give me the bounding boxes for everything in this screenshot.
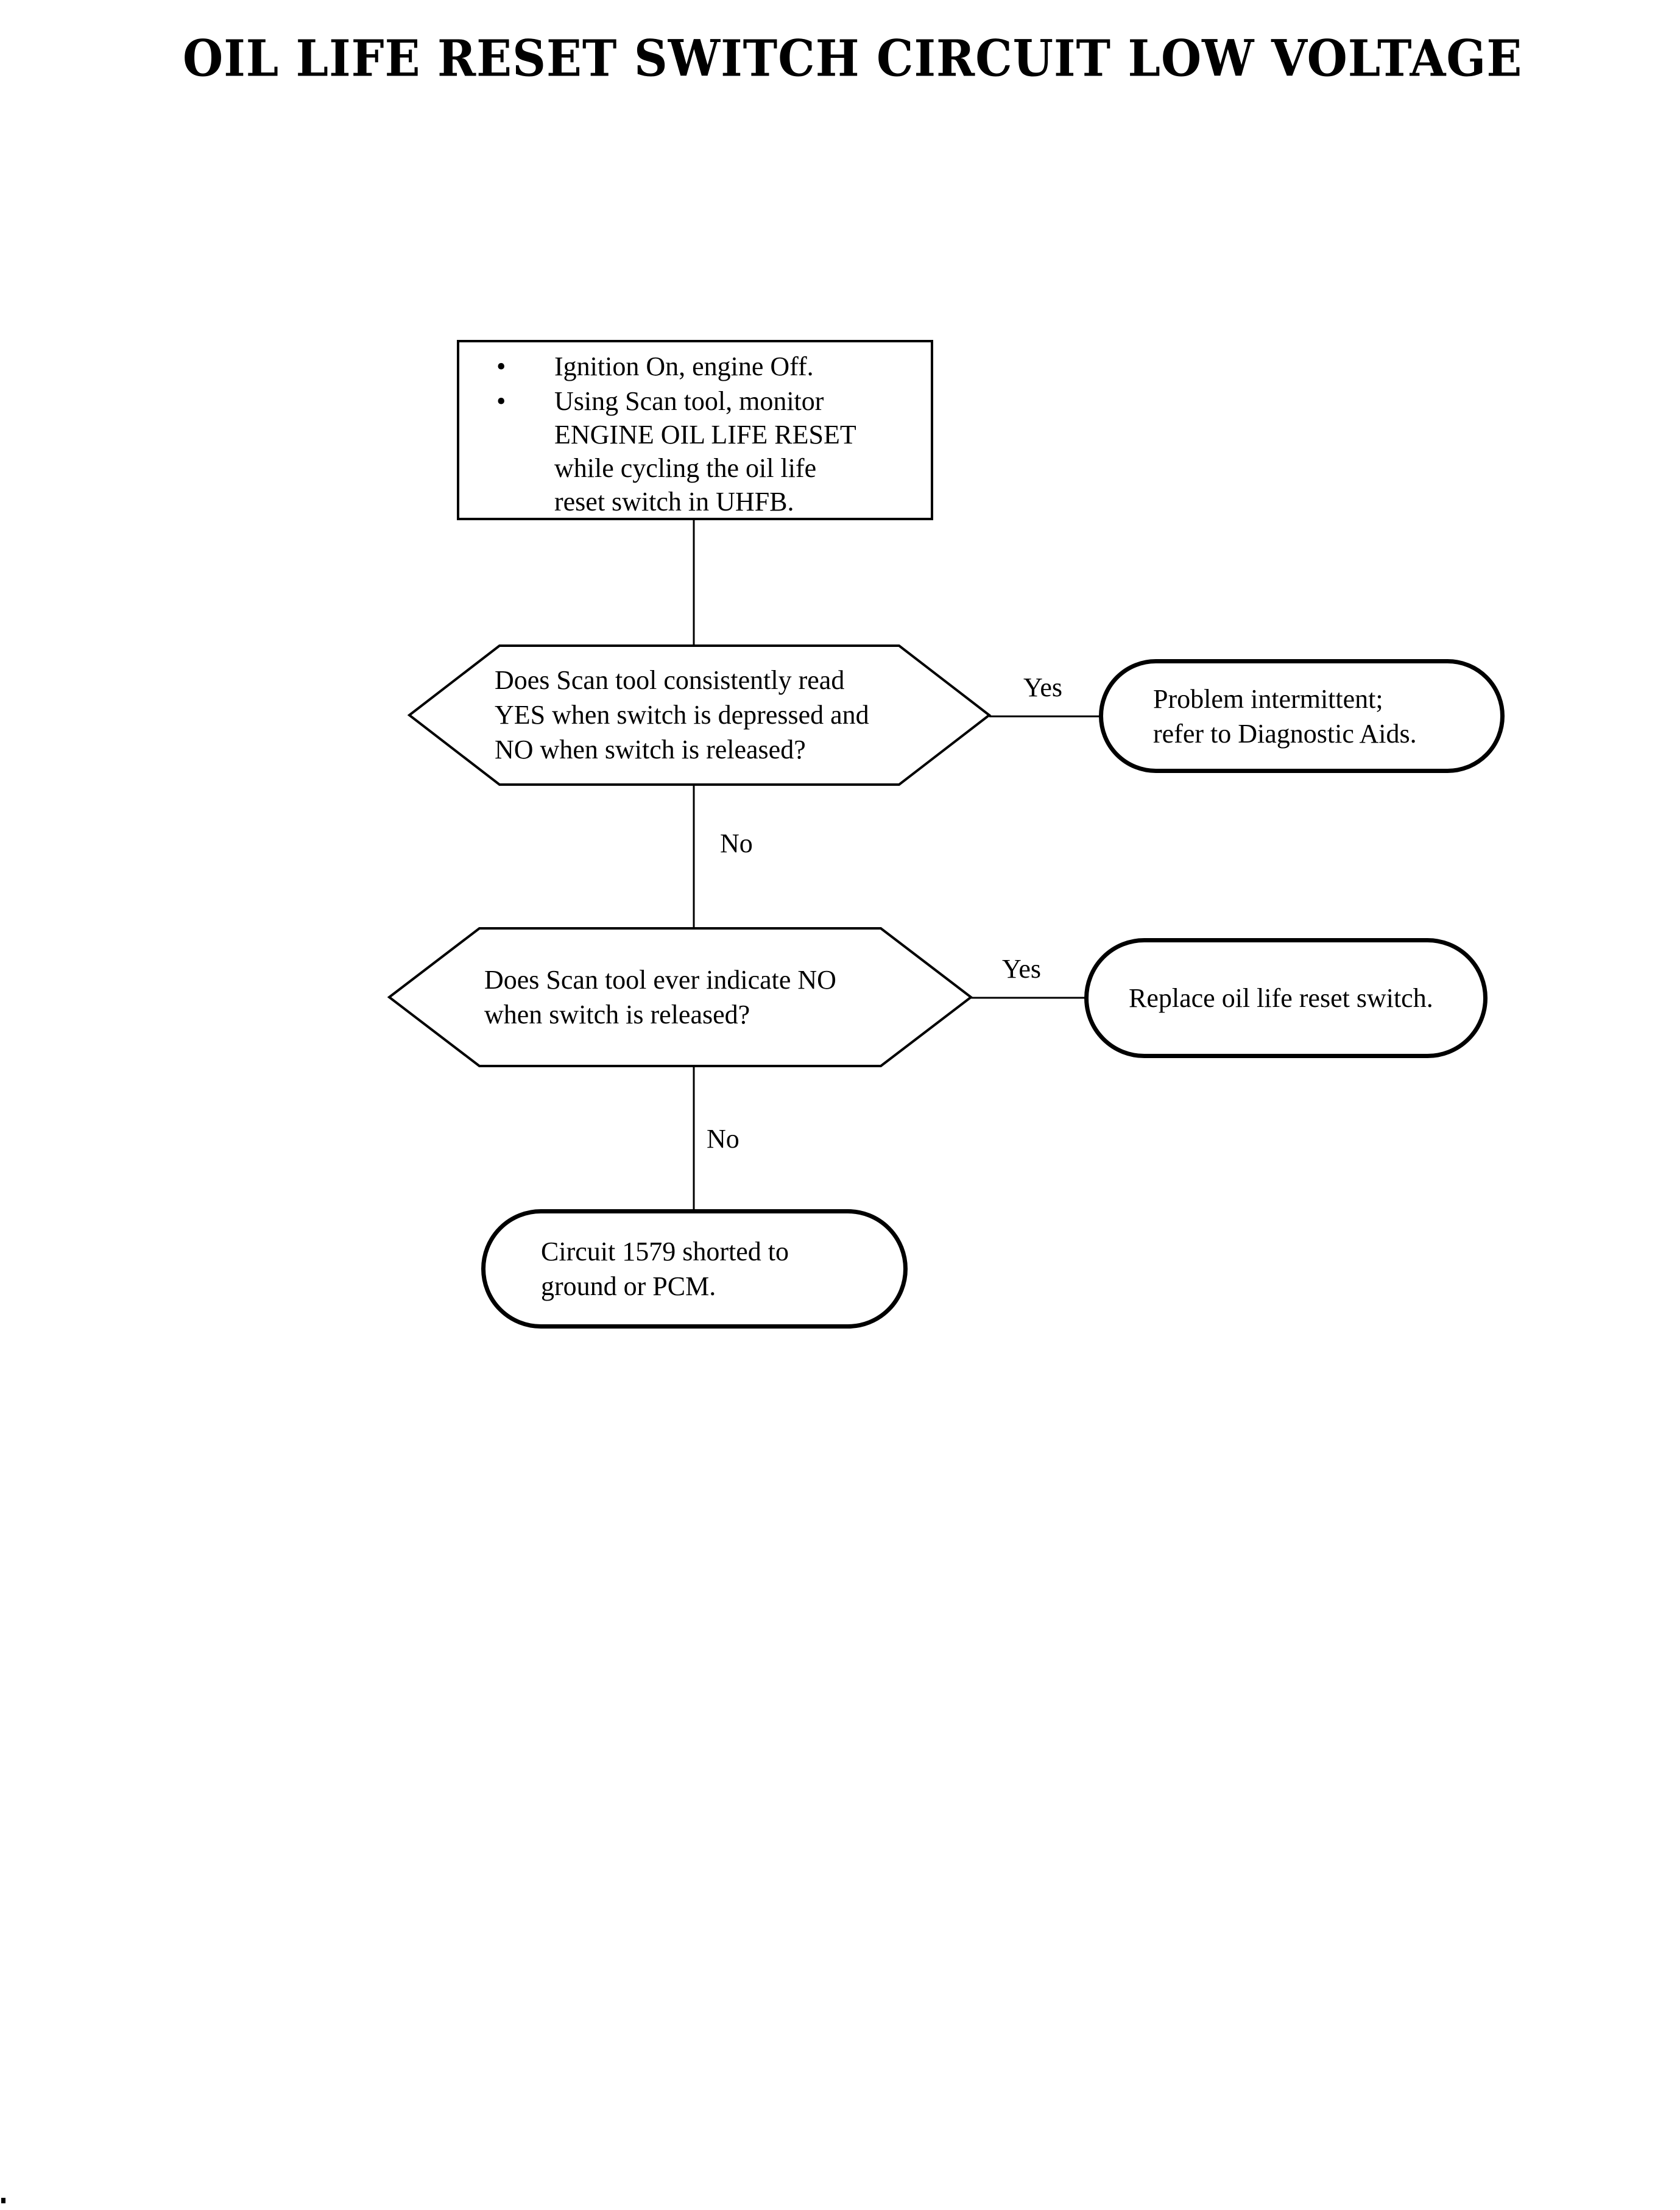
scan-speck-artifact	[1, 2198, 5, 2203]
intermittent-result-pill: Problem intermittent; refer to Diagnosti…	[1099, 659, 1505, 773]
start-bullet-text: Ignition On, engine Off.	[554, 351, 814, 381]
decision1-yes-label: Yes	[1023, 673, 1063, 702]
page-title: OIL LIFE RESET SWITCH CIRCUIT LOW VOLTAG…	[183, 29, 1523, 88]
replace-switch-result-text: Replace oil life reset switch.	[1129, 983, 1433, 1013]
circuit-shorted-result-pill: Circuit 1579 shorted to ground or PCM.	[481, 1209, 908, 1329]
decision2-yes-label: Yes	[1002, 954, 1042, 984]
decision2-hexagon	[387, 927, 973, 1067]
start-bullet-text: Using Scan tool, monitor ENGINE OIL LIFE…	[554, 386, 856, 517]
bullet-icon: •	[496, 351, 506, 381]
decision2-no-label: No	[707, 1124, 739, 1154]
decision1-no-label: No	[720, 828, 753, 858]
list-item: • Using Scan tool, monitor ENGINE OIL LI…	[496, 384, 920, 518]
list-item: • Ignition On, engine Off.	[496, 350, 920, 383]
decision1-question: Does Scan tool consistently read YES whe…	[495, 665, 869, 764]
circuit-shorted-result-text: Circuit 1579 shorted to ground or PCM.	[541, 1237, 789, 1301]
replace-switch-result-pill: Replace oil life reset switch.	[1084, 938, 1488, 1058]
decision1-hexagon	[407, 644, 992, 786]
decision2-question: Does Scan tool ever indicate NO when swi…	[484, 965, 836, 1029]
bullet-icon: •	[496, 386, 506, 416]
start-node: • Ignition On, engine Off. • Using Scan …	[457, 340, 933, 520]
intermittent-result-text: Problem intermittent; refer to Diagnosti…	[1153, 683, 1417, 749]
